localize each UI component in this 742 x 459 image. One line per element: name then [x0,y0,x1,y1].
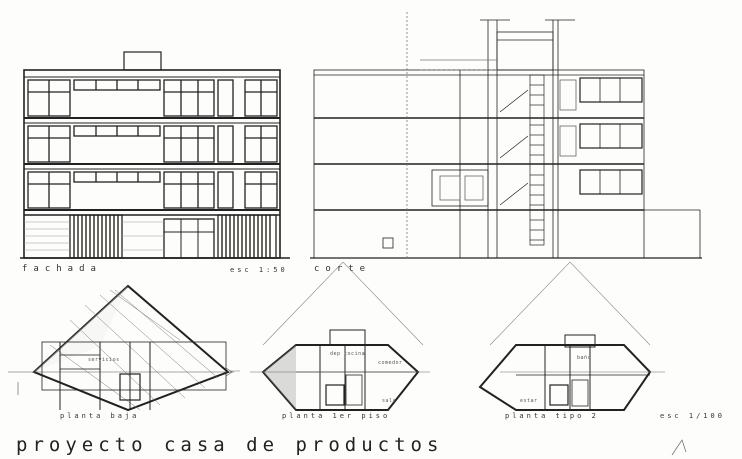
room-label-servicios: servicios [88,357,120,363]
fachada-elevation [20,51,290,259]
room-label-sala: sala [382,398,397,404]
corte-section [310,12,702,259]
scale-label-150: esc 1:50 [230,266,288,274]
room-label-comedor: comedor [378,360,403,366]
planta-baja-plan [8,284,234,412]
corte-label: corte [314,264,372,274]
scale-label-100: esc 1/100 [660,412,725,420]
planta-tipo-label: planta tipo 2 [505,412,599,420]
planta-baja-label: planta baja [60,412,140,420]
planta-tipo-plan [478,334,665,411]
room-label-estar: estar [520,398,538,404]
planta-1er-piso-label: planta 1er piso [282,412,391,420]
planta-1er-piso-plan [250,329,430,411]
drawing-title: proyecto casa de productos [16,434,444,456]
fachada-label: fachada [22,264,102,274]
room-label-bano: baño [577,355,592,361]
room-label-dep-cocina: dep cocina [330,351,366,357]
